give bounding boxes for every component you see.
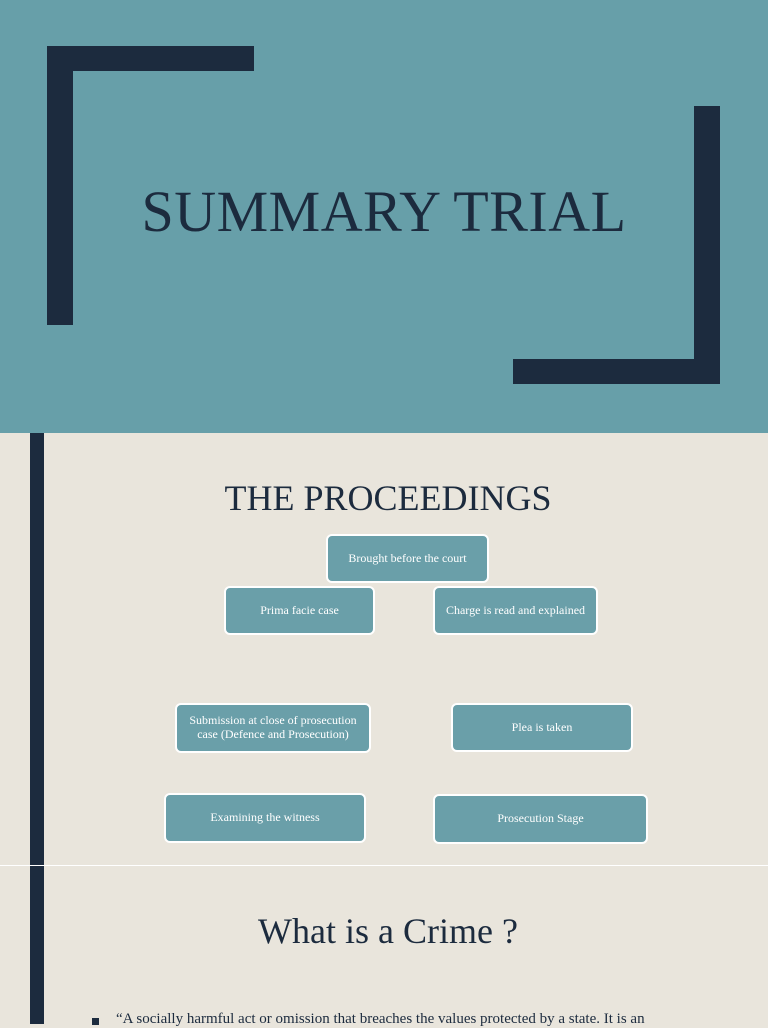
title-slide: SUMMARY TRIAL [0, 0, 768, 433]
slide-title: SUMMARY TRIAL [141, 179, 627, 244]
frame-top-left-vertical [47, 46, 73, 325]
crime-definition-slide: What is a Crime ? “A socially harmful ac… [0, 866, 768, 1027]
slide-separator [0, 865, 768, 866]
step-box-prima-facie: Prima facie case [224, 586, 375, 635]
step-box-examining-witness: Examining the witness [164, 793, 366, 843]
step-box-submission: Submission at close of prosecution case … [175, 703, 371, 753]
step-box-charge-read: Charge is read and explained [433, 586, 598, 635]
proceedings-slide: THE PROCEEDINGS Brought before the court… [0, 433, 768, 865]
step-box-prosecution-stage: Prosecution Stage [433, 794, 648, 844]
proceedings-heading: THE PROCEEDINGS [224, 478, 552, 518]
left-accent-line [30, 866, 44, 1024]
left-accent-line [30, 433, 44, 865]
step-box-plea: Plea is taken [451, 703, 633, 752]
bullet-marker [92, 1018, 99, 1025]
crime-heading: What is a Crime ? [258, 911, 518, 951]
crime-definition-text: “A socially harmful act or omission that… [116, 1011, 645, 1027]
frame-bottom-right-horizontal [513, 359, 720, 384]
step-box-brought-before-court: Brought before the court [326, 534, 489, 583]
frame-bottom-right-vertical [694, 106, 720, 384]
frame-top-left-horizontal [47, 46, 254, 71]
